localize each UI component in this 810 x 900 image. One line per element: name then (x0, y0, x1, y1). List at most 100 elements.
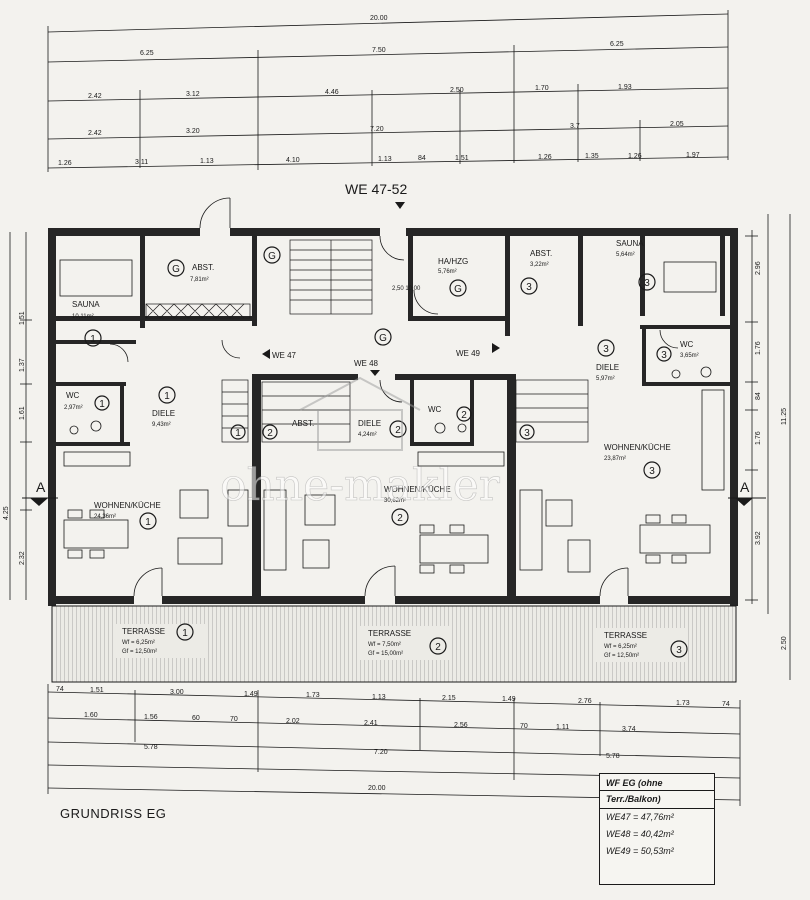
dim-bottom-row2-i: 1.11 (556, 724, 569, 731)
dim-top-row5-f: 84 (418, 155, 426, 162)
room-abst-g-name: ABST. (192, 263, 214, 272)
room-wk1-area: 24,36m² (94, 514, 116, 520)
room-diele2-name: DIELE (358, 419, 381, 428)
dim-top-row5-b: 3.11 (135, 159, 148, 166)
summary-row-we47: WE47 = 47,76m² (606, 812, 674, 822)
dim-right-b: 1.76 (755, 341, 762, 355)
dim-bottom-row1-g: 2.15 (442, 695, 456, 702)
room-wk1-name: WOHNEN/KÜCHE (94, 501, 161, 510)
dim-top-row3-f: 1.93 (618, 84, 632, 91)
room-wk3-area: 23,87m² (604, 456, 626, 462)
room-wc1-area: 2,97m² (64, 405, 83, 411)
circle-wk3: 3 (649, 466, 655, 477)
watermark-house-icon (299, 376, 421, 451)
door-swings (109, 197, 679, 597)
stairs (221, 239, 589, 443)
dim-bottom-row2-d: 70 (230, 716, 238, 723)
dim-bottom-row1-i: 2.76 (578, 698, 592, 705)
dim-top-row5-h: 1.26 (538, 154, 552, 161)
dim-right-d: 1.76 (755, 431, 762, 445)
dim-bottom-row3-b: 7.20 (374, 749, 388, 756)
circle-hazg: G (454, 284, 462, 295)
terrace-labels: TERRASSE Wf = 6,25m² Gf = 12,50m² TERRAS… (122, 627, 647, 659)
unit-group-label: WE 47-52 (345, 181, 407, 197)
unit-tags: WE 47 WE 48 WE 49 (262, 343, 500, 376)
summary-row-we48: WE48 = 40,42m² (606, 829, 674, 839)
dim-top-row3-c: 4.46 (325, 89, 339, 96)
dim-bottom-row2-a: 1.60 (84, 712, 98, 719)
circle-flur: G (379, 333, 387, 344)
room-diele3-name: DIELE (596, 363, 619, 372)
dim-top-row3-e: 1.70 (535, 85, 549, 92)
terrace3-wf: Wf = 6,25m² (604, 644, 637, 650)
top-dimension-chains (47, 10, 729, 172)
dim-bottom-row2-e: 2.02 (286, 718, 300, 725)
circle-stair1: 1 (235, 428, 241, 439)
circle-wc3: 3 (661, 350, 667, 361)
dim-top-row2-a: 6.25 (140, 50, 154, 57)
watermark-text: ohne-makler (220, 460, 501, 511)
right-dimension-chains (745, 214, 791, 680)
section-marks: A A (22, 479, 766, 506)
circle-terrace1: 1 (182, 628, 188, 639)
dim-bottom-row1-f: 1.13 (372, 694, 386, 701)
dim-bottom-row2-b: 1.56 (144, 714, 158, 721)
top-dimension-labels: 20.00 6.25 7.50 6.25 2.42 3.12 4.46 2.50… (58, 15, 700, 167)
circle-abst3: 3 (526, 282, 532, 293)
circle-sauna1: 1 (90, 334, 96, 345)
dim-left-d: 4.25 (3, 506, 10, 520)
circle-wk2: 2 (397, 513, 403, 524)
terrace3-gf: Gf = 12,50m² (604, 653, 639, 659)
terrace3-name: TERRASSE (604, 631, 647, 640)
circle-stair3: 3 (524, 428, 530, 439)
area-summary-box: WF EG (ohne Terr./Balkon) WE47 = 47,76m²… (599, 773, 715, 885)
terrace2-wf: Wf = 7,50m² (368, 642, 401, 648)
room-wk2-area: 30,62m² (384, 498, 406, 504)
summary-title: WF EG (ohne (600, 774, 714, 791)
room-sauna1-name: SAUNA (72, 300, 100, 309)
dim-bottom-row1-b: 1.51 (90, 687, 104, 694)
room-wc2-name: WC (428, 405, 442, 414)
dim-top-row4-e: 2.05 (670, 121, 684, 128)
dim-left-e: 2.32 (19, 551, 26, 565)
dim-bottom-row1-k: 74 (722, 701, 730, 708)
dim-top-row5-i: 1.35 (585, 153, 599, 160)
room-wc1-name: WC (66, 391, 80, 400)
circle-wk1: 1 (145, 517, 151, 528)
dim-top-row3-d: 2.50 (450, 87, 464, 94)
dim-top-row5-j: 1.26 (628, 153, 642, 160)
dim-top-row5-d: 4.10 (286, 157, 300, 164)
dim-top-row5-a: 1.26 (58, 160, 72, 167)
storage-hatch (145, 303, 251, 319)
circle-stair-g: G (268, 251, 276, 262)
circle-sauna3: 3 (644, 278, 650, 289)
terrace1-name: TERRASSE (122, 627, 165, 636)
dim-bottom-row3-c: 5.78 (606, 753, 620, 760)
dim-right-e: 3.92 (755, 531, 762, 545)
dim-left-a: 1.51 (19, 311, 26, 325)
dim-top-row2-c: 6.25 (610, 41, 624, 48)
room-abst3-name: ABST. (530, 249, 552, 258)
room-hazg-area: 5,76m² (438, 269, 457, 275)
room-diele1-area: 9,43m² (152, 422, 171, 428)
dim-right-c: 84 (755, 392, 762, 400)
room-labels: SAUNA 10,11m² ABST. 7,81m² HA/HZG 5,76m²… (64, 239, 699, 520)
circle-diele1: 1 (164, 391, 170, 402)
right-dimension-labels: 2.96 1.76 84 1.76 3.92 11.25 2.50 (755, 261, 788, 650)
dim-top-row5-g: 1.51 (455, 155, 469, 162)
dim-top-row4-a: 2.42 (88, 130, 102, 137)
dim-bottom-row1-d: 1.49 (244, 691, 258, 698)
room-sauna3-name: SAUNA (616, 239, 644, 248)
left-dimension-labels: 1.51 1.37 1.61 4.25 2.32 (3, 311, 26, 565)
dim-bottom-row1-c: 3.00 (170, 689, 184, 696)
dim-bottom-row1-e: 1.73 (306, 692, 320, 699)
dim-left-c: 1.61 (19, 406, 26, 420)
dim-left-b: 1.37 (19, 358, 26, 372)
room-abst3-area: 3,22m² (530, 262, 549, 268)
unit-tag-we48: WE 48 (354, 359, 379, 368)
dim-top-row4-c: 7.20 (370, 126, 384, 133)
room-abst2-name: ABST. (292, 419, 314, 428)
room-wk3-name: WOHNEN/KÜCHE (604, 443, 671, 452)
circle-diele3: 3 (603, 344, 609, 355)
